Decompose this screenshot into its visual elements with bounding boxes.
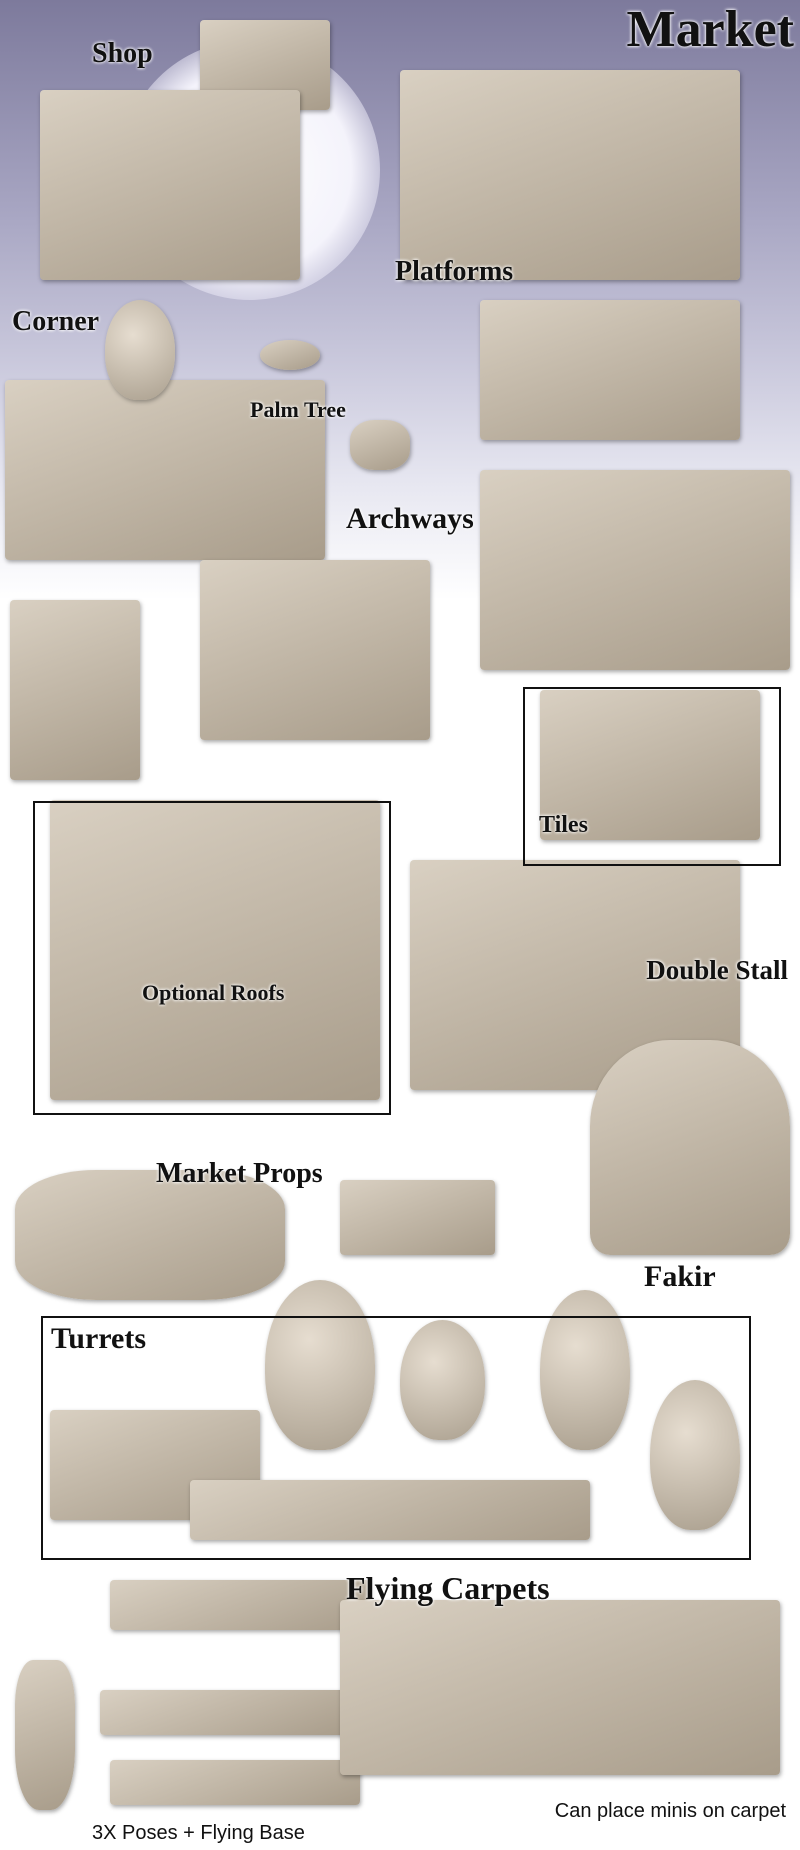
platform-model-large: [400, 70, 740, 280]
optional-roofs-box: [33, 801, 391, 1115]
label-turrets: Turrets: [51, 1322, 147, 1355]
label-tiles: Tiles: [539, 812, 588, 838]
caption-poses: 3X Poses + Flying Base: [92, 1822, 305, 1844]
corner-model: [5, 380, 325, 560]
flying-base-model: [15, 1660, 75, 1810]
tiles-model: [540, 690, 760, 840]
label-fakir: Fakir: [644, 1260, 716, 1293]
fakir-model: [590, 1040, 790, 1255]
label-flying-carpets: Flying Carpets: [346, 1570, 550, 1606]
shop-model: [40, 90, 300, 280]
turret-dome-1: [265, 1280, 375, 1450]
label-shop: Shop: [92, 38, 153, 69]
turret-dome-2: [400, 1320, 485, 1440]
archway-large: [480, 470, 790, 670]
carpet-with-minis-model: [340, 1600, 780, 1775]
well-model: [260, 340, 320, 370]
label-optional-roofs: Optional Roofs: [142, 980, 285, 1005]
turret-dome-4: [650, 1380, 740, 1530]
platform-model: [480, 300, 740, 440]
label-corner: Corner: [12, 306, 100, 337]
label-archways: Archways: [346, 502, 474, 535]
page-title: Market: [626, 1, 794, 58]
carpet-pose-1: [110, 1580, 370, 1630]
corner-spire: [105, 300, 175, 400]
label-platforms: Platforms: [395, 256, 514, 287]
turrets-box: [41, 1316, 751, 1560]
archway-medium: [200, 560, 430, 740]
label-double-stall: Double Stall: [646, 955, 788, 985]
archway-small: [10, 600, 140, 780]
palm-tree-model: [350, 420, 410, 470]
roofs-model: [50, 800, 380, 1100]
caption-minis: Can place minis on carpet: [554, 1800, 786, 1822]
carpet-pose-3: [110, 1760, 360, 1805]
tiles-box: [523, 687, 781, 866]
turret-bases: [190, 1480, 590, 1540]
label-market-props: Market Props: [156, 1158, 323, 1189]
market-props-model: [15, 1170, 285, 1300]
crate-model: [340, 1180, 495, 1255]
carpet-pose-2: [100, 1690, 350, 1735]
label-palm-tree: Palm Tree: [250, 397, 346, 422]
